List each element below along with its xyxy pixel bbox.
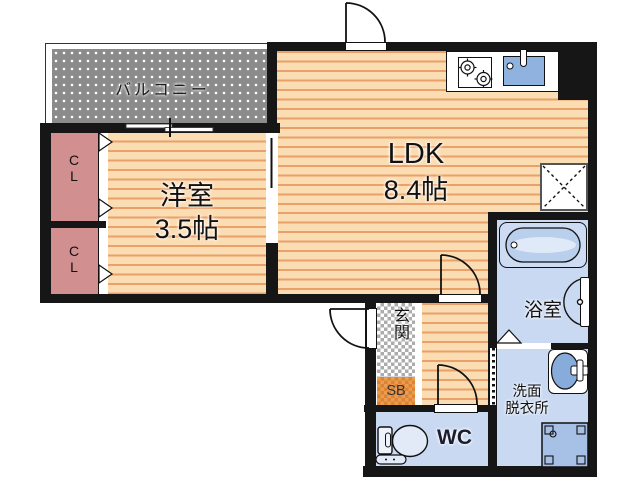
- bathroom-label: 浴室: [523, 300, 562, 321]
- wall: [266, 243, 278, 303]
- western-room-size: 3.5帖: [154, 214, 220, 244]
- washroom-line2: 脱衣所: [505, 401, 549, 417]
- western-room-label: 洋室 3.5帖: [116, 180, 258, 246]
- closet-upper: [51, 131, 98, 221]
- closet-upper-label: CL: [66, 152, 82, 184]
- wall: [45, 221, 106, 228]
- wall: [40, 123, 280, 133]
- hallway: [420, 303, 488, 407]
- wall: [267, 42, 277, 133]
- sliding-door-western-ldk: [266, 131, 278, 243]
- closet-lower-label: CL: [66, 243, 82, 275]
- shoe-box-label: SB: [386, 383, 406, 399]
- room-balcony: [52, 49, 268, 127]
- door-swing-ldk-top-icon: [345, 2, 386, 43]
- room-entrance: [377, 303, 415, 377]
- wc-label: WC: [437, 426, 472, 449]
- ldk-name: LDK: [387, 138, 445, 170]
- accordion-door-icon: [489, 348, 497, 405]
- entrance-step: [415, 303, 422, 407]
- wall: [40, 294, 277, 303]
- room-ldk-lower: [277, 212, 488, 295]
- wall: [488, 212, 597, 220]
- wall: [588, 42, 597, 477]
- closet-door-strip: [98, 131, 108, 295]
- western-room-name: 洋室: [160, 181, 214, 211]
- x-marked-box: [540, 163, 588, 211]
- stove-icon: [458, 57, 492, 88]
- closet-lower: [51, 228, 98, 295]
- bathtub-icon: [499, 222, 587, 268]
- door-panel-entrance: [366, 308, 377, 349]
- balcony-outline: [45, 43, 270, 129]
- wall: [364, 405, 497, 412]
- wall: [267, 294, 497, 303]
- washroom-line1: 洗面: [512, 384, 542, 400]
- wall: [267, 42, 597, 51]
- balcony-label: バルコニー: [115, 82, 210, 99]
- entrance-label: 玄関: [391, 307, 408, 341]
- ldk-label: LDK 8.4帖: [345, 136, 487, 208]
- door-swing-entrance-icon: [329, 308, 370, 349]
- kitchen-faucet-icon: [520, 49, 527, 67]
- washroom-label: 洗面 脱衣所: [498, 384, 556, 418]
- room-western: [107, 131, 266, 295]
- wall: [40, 123, 51, 303]
- door-panel-ldk-hall: [438, 294, 482, 303]
- bathroom-door-icon: [580, 277, 590, 327]
- door-panel-wc: [434, 404, 478, 413]
- wall: [365, 303, 376, 473]
- ldk-size: 8.4帖: [383, 175, 449, 205]
- shoe-box: [377, 377, 415, 407]
- bathroom-doorway: [497, 343, 551, 349]
- door-panel-ldk-top: [345, 42, 387, 51]
- wall: [558, 42, 595, 100]
- wall: [363, 466, 597, 477]
